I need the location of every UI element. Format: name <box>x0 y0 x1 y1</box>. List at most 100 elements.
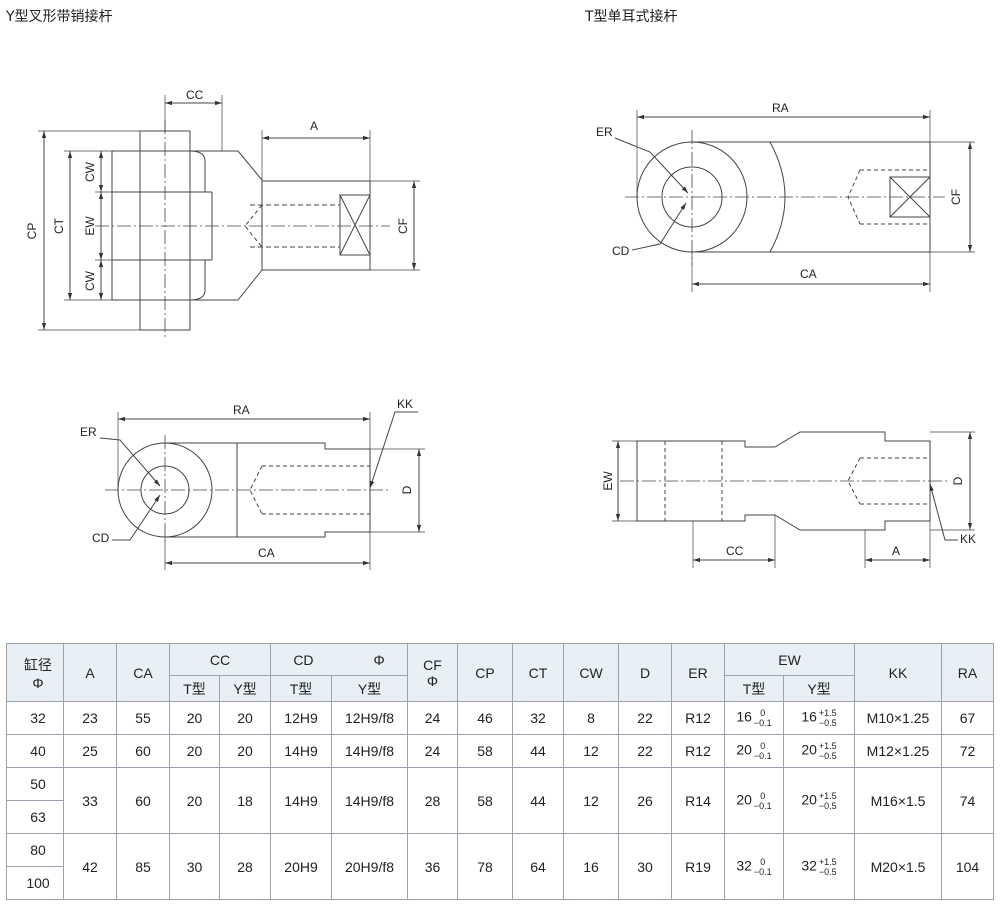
cell-kk: M12×1.25 <box>854 734 943 768</box>
dim-cw-top: CW <box>83 161 97 182</box>
cell-ew-y: 32+1.5−0.5 <box>783 833 856 900</box>
dim-cp: CP <box>25 223 39 240</box>
hdr-cc-y: Y型 <box>218 675 272 702</box>
hdr-ra: RA <box>941 643 995 702</box>
hdr-a: A <box>63 643 117 702</box>
hdr-ct: CT <box>512 643 565 702</box>
cell-er: R12 <box>671 701 726 735</box>
cell-ew-y: 20+1.5−0.5 <box>783 767 856 834</box>
cell-cd-t: 12H9 <box>270 701 333 735</box>
dim-ct: CT <box>52 217 66 234</box>
cell-cp: 58 <box>457 767 514 834</box>
cell-cc-y: 18 <box>218 767 272 834</box>
dim-kk-left: KK <box>397 397 413 411</box>
hdr-kk: KK <box>854 643 943 702</box>
cell-cd-t: 20H9 <box>270 833 333 900</box>
cell-bore: 40 <box>6 734 64 768</box>
hdr-cc: CC <box>168 643 272 676</box>
cell-ca: 55 <box>116 701 170 735</box>
dim-cf: CF <box>396 218 410 234</box>
hdr-ew-y: Y型 <box>783 675 856 702</box>
cell-cd-t: 14H9 <box>270 734 333 768</box>
y-clevis-drawing <box>38 95 420 340</box>
cell-cd-y: 14H9/f8 <box>331 734 409 768</box>
cell-cw: 12 <box>563 767 620 834</box>
cell-cp: 46 <box>457 701 514 735</box>
dim-d-left: D <box>400 485 414 494</box>
cell-a: 42 <box>63 833 117 900</box>
y-type-title: Y型叉形带销接杆 <box>6 9 113 25</box>
cell-bore: 32 <box>6 701 64 735</box>
cell-cw: 12 <box>563 734 620 768</box>
cell-cp: 58 <box>457 734 514 768</box>
cell-ra: 104 <box>941 833 995 900</box>
technical-drawings: CC A CF CP CT CW EW CW RA CF CA ER CD RA… <box>25 88 976 570</box>
cell-cf: 28 <box>407 767 459 834</box>
dim-ew-side: EW <box>601 471 615 491</box>
y-clevis-drawing-side <box>99 411 425 570</box>
cell-cw: 16 <box>563 833 620 900</box>
dim-cf-right: CF <box>949 189 963 205</box>
cell-ew-y: 16+1.5−0.5 <box>783 701 856 735</box>
cell-er: R14 <box>671 767 726 834</box>
cell-kk: M10×1.25 <box>854 701 943 735</box>
cell-cw: 8 <box>563 701 620 735</box>
dim-ca-top: CA <box>800 267 817 281</box>
dim-cc-side: CC <box>726 544 744 558</box>
cell-cd-y: 14H9/f8 <box>331 767 409 834</box>
cell-kk: M16×1.5 <box>854 767 943 834</box>
cell-bore: 63 <box>6 800 64 834</box>
cell-ct: 44 <box>512 767 565 834</box>
dim-er-bottom: ER <box>80 425 97 439</box>
cell-a: 25 <box>63 734 117 768</box>
hdr-cw: CW <box>563 643 620 702</box>
cell-ca: 60 <box>116 734 170 768</box>
cell-ca: 85 <box>116 833 170 900</box>
dim-cd-top: CD <box>612 244 630 258</box>
cell-cc-t: 30 <box>169 833 220 900</box>
cell-cd-y: 20H9/f8 <box>331 833 409 900</box>
dim-cc: CC <box>186 88 204 102</box>
cell-cc-t: 20 <box>169 701 220 735</box>
cell-cd-y: 12H9/f8 <box>331 701 409 735</box>
cell-d: 22 <box>618 734 673 768</box>
cell-ra: 74 <box>941 767 995 834</box>
cell-bore: 50 <box>6 767 64 801</box>
hdr-ew: EW <box>724 643 856 676</box>
dim-er-top: ER <box>596 125 613 139</box>
dim-ra-top: RA <box>772 101 789 115</box>
cell-d: 26 <box>618 767 673 834</box>
cell-cc-y: 28 <box>218 833 272 900</box>
cell-cc-y: 20 <box>218 701 272 735</box>
cell-cf: 36 <box>407 833 459 900</box>
cell-cc-t: 20 <box>169 734 220 768</box>
hdr-d: D <box>618 643 673 702</box>
dim-kk-right: KK <box>960 532 976 546</box>
dim-cd-bottom: CD <box>92 531 110 545</box>
cell-bore: 100 <box>6 866 64 900</box>
cell-cp: 78 <box>457 833 514 900</box>
cell-kk: M20×1.5 <box>854 833 943 900</box>
cell-ra: 72 <box>941 734 995 768</box>
dim-cw-bottom: CW <box>83 270 97 291</box>
cell-d: 22 <box>618 701 673 735</box>
hdr-cp: CP <box>457 643 514 702</box>
cell-cf: 24 <box>407 734 459 768</box>
hdr-cd-y: Y型 <box>331 675 409 702</box>
table-row: 63 <box>6 800 994 834</box>
dim-ra-bottom: RA <box>233 403 250 417</box>
cell-ct: 64 <box>512 833 565 900</box>
cell-a: 23 <box>63 701 117 735</box>
